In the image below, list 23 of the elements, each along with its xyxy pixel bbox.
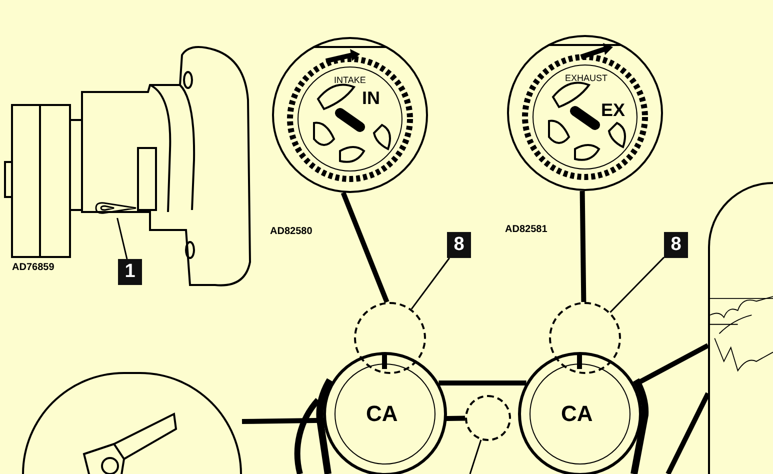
figure-code: AD76859 [12,263,54,273]
figure-code: AD82580 [270,227,312,237]
leader-line [633,343,710,387]
leader-line [469,440,482,474]
timing-belt [438,380,526,386]
camshaft-label: EX [601,101,626,119]
camshaft-label: IN [362,89,380,107]
leader-line [340,192,390,304]
leader-line [580,190,586,302]
detail-circle [465,395,511,441]
sprocket-label: CA [561,403,593,425]
figure-code: AD82581 [505,225,548,235]
callout-number: 8 [447,232,471,258]
leader-line [666,392,710,474]
gear-marking: INTAKE [334,76,366,85]
inset-view [708,182,773,474]
sprocket-label: CA [366,403,398,425]
callout-number: 1 [118,259,142,285]
callout-number: 8 [664,232,688,258]
leader-line [410,258,450,310]
leader-line [116,218,128,260]
gear-marking: EXHAUST [565,74,608,83]
leader-line [610,256,665,313]
